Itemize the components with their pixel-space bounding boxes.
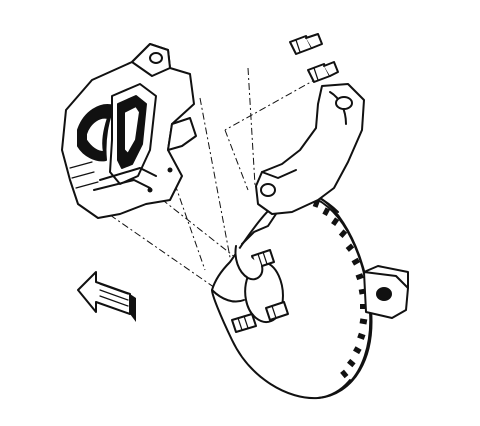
- rotor-cutaway: [211, 289, 245, 303]
- knuckle-bore: [376, 287, 392, 301]
- bracket-ledge: [261, 169, 297, 179]
- knuckle-illustration: [363, 265, 409, 319]
- bolt-shank: [323, 61, 339, 77]
- bracket-abutment: [234, 245, 264, 281]
- caliper-piston: [85, 116, 109, 153]
- wheel-stud-right: [265, 301, 289, 321]
- bracket-hole-lower: [260, 183, 276, 197]
- bracket-hole-upper: [335, 96, 353, 110]
- alignment-line-caliper-top: [199, 97, 233, 269]
- rotor-face: [211, 190, 373, 400]
- tone-tooth: [347, 358, 356, 368]
- stud-body: [265, 301, 289, 321]
- wheel-stud-lower: [231, 313, 257, 333]
- knuckle-top-edge: [363, 265, 409, 289]
- alignment-line-lower-bolt: [224, 77, 319, 131]
- mounting-bolt-lower: [307, 61, 339, 83]
- bolt-illustration: [289, 33, 339, 83]
- alignment-line-caliper-bottom: [109, 214, 219, 291]
- tone-tooth: [345, 243, 355, 252]
- caliper-pin-hole: [167, 167, 173, 173]
- caliper-spring-clip-lower: [93, 179, 151, 191]
- mounting-bolt-upper: [289, 33, 323, 55]
- direction-arrow-icon: [77, 271, 136, 322]
- bolt-shank: [305, 33, 323, 49]
- bracket-illustration: [234, 83, 365, 281]
- bracket-lower-arm: [241, 213, 277, 245]
- tone-tooth: [351, 257, 361, 266]
- brake-pad-face: [123, 105, 141, 155]
- tone-tooth: [353, 346, 362, 355]
- tone-tooth: [340, 369, 349, 379]
- tone-tooth: [331, 217, 340, 226]
- caliper-spring-clip: [99, 167, 157, 181]
- tone-tooth: [357, 332, 366, 340]
- arrow-shape: [77, 271, 131, 315]
- caliper-pin-hole: [147, 187, 153, 193]
- caliper-slide-boss: [167, 117, 197, 151]
- bracket-body: [255, 83, 365, 215]
- tone-tooth: [359, 318, 368, 325]
- alignment-line-bolt-to-bracket: [224, 129, 249, 191]
- tone-tooth: [338, 229, 348, 238]
- rotor-edge-bottom: [317, 379, 351, 399]
- caliper-bleeder: [149, 52, 163, 64]
- arrow-shadow: [130, 294, 136, 322]
- alignment-line-upper-bolt: [247, 67, 256, 186]
- rotor-illustration: [211, 190, 373, 400]
- tone-tooth: [322, 207, 331, 216]
- caliper-illustration: [61, 43, 197, 219]
- tone-tooth: [355, 273, 364, 281]
